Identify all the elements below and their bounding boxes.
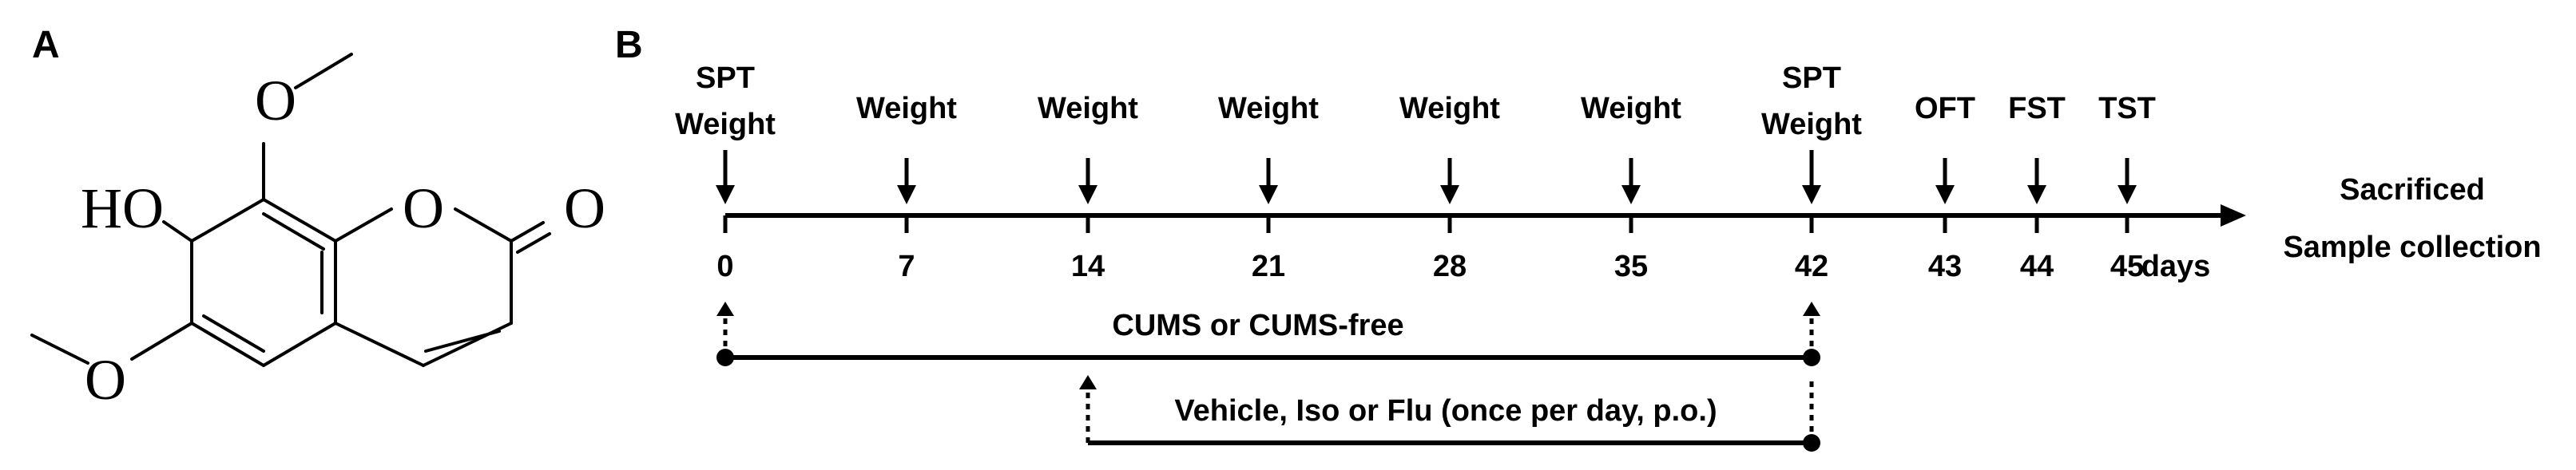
- timeline-event: Weight 21: [1218, 92, 1319, 283]
- timeline-event: Weight 14: [1038, 92, 1138, 283]
- timeline-event: Weight 28: [1399, 92, 1500, 283]
- timeline-event: Weight 35: [1581, 92, 1681, 283]
- sample-collection-label: Sample collection: [2283, 231, 2541, 264]
- treatment-period: Vehicle, Iso or Flu (once per day, p.o.): [1079, 375, 1820, 452]
- treatment-end-dot: [1803, 434, 1820, 452]
- atom-o-ring: O: [403, 176, 444, 240]
- cums-start-dot: [716, 349, 734, 366]
- day-tick-label: 7: [898, 250, 915, 283]
- day-tick-label: 21: [1252, 250, 1285, 283]
- timeline-event: SPT Weight 0: [675, 61, 776, 283]
- atom-o-carbonyl: O: [564, 176, 605, 240]
- event-arrow-head: [2118, 185, 2137, 204]
- event-label: Weight: [1581, 92, 1681, 125]
- event-label: Weight: [675, 108, 776, 141]
- bond: [334, 322, 425, 367]
- event-arrow-head: [1935, 185, 1955, 204]
- cums-end-arrowhead: [1803, 302, 1820, 316]
- bond: [262, 322, 337, 367]
- day-tick-label: 35: [1614, 250, 1648, 283]
- event-label-top: SPT: [1782, 61, 1841, 95]
- timeline-event: FST 44: [2008, 92, 2066, 283]
- day-tick-label: 28: [1433, 250, 1467, 283]
- event-arrow-head: [1802, 185, 1821, 204]
- atom-o-methoxy-top: O: [255, 69, 296, 132]
- panel-b: B SPTWeight0Weight7Weight14Weight21Weigh…: [615, 24, 2542, 452]
- event-label: Weight: [1218, 92, 1319, 125]
- days-label: days: [2141, 250, 2211, 283]
- event-label: Weight: [856, 92, 957, 125]
- double-bond: [424, 330, 501, 353]
- bond: [422, 322, 513, 367]
- day-tick-label: 43: [1928, 250, 1962, 283]
- event-label: OFT: [1915, 92, 1975, 125]
- bond: [334, 207, 393, 243]
- event-label-top: SPT: [696, 61, 755, 95]
- event-label: TST: [2098, 92, 2156, 125]
- methyl-bond: [30, 334, 89, 365]
- timeline-events: SPT Weight 0 Weight 7 Weight 14 Weight 21 Weight 2…: [675, 61, 2156, 283]
- event-label: Weight: [1761, 108, 1862, 141]
- fraxetin-structure: [30, 53, 551, 367]
- cums-period: CUMS or CUMS-free: [716, 302, 1820, 366]
- event-label: Weight: [1399, 92, 1500, 125]
- panel-b-label: B: [615, 24, 643, 66]
- atom-ho: HO: [81, 176, 164, 240]
- carbonyl-bond: [510, 221, 545, 243]
- event-arrow-head: [897, 185, 916, 204]
- timeline-event: Weight 7: [856, 92, 957, 283]
- cums-end-dot: [1803, 349, 1820, 366]
- bond: [190, 198, 265, 243]
- bond: [130, 322, 193, 361]
- double-bond: [202, 314, 265, 353]
- methyl-bond: [294, 53, 353, 89]
- treatment-start-arrowhead: [1079, 375, 1097, 389]
- double-bond: [262, 212, 325, 251]
- event-label: Weight: [1038, 92, 1138, 125]
- bond: [162, 220, 193, 243]
- timeline-event: TST 45: [2098, 92, 2156, 283]
- event-label: FST: [2008, 92, 2066, 125]
- treatment-label: Vehicle, Iso or Flu (once per day, p.o.): [1174, 394, 1717, 428]
- day-tick-label: 14: [1071, 250, 1105, 283]
- sacrificed-label: Sacrificed: [2340, 173, 2485, 207]
- timeline-event: SPT Weight 42: [1761, 61, 1862, 283]
- day-tick-label: 45: [2110, 250, 2144, 283]
- day-tick-label: 0: [716, 250, 733, 283]
- timeline-event: OFT 43: [1915, 92, 1975, 283]
- cums-start-arrowhead: [716, 302, 734, 316]
- event-arrow-head: [716, 185, 735, 204]
- event-arrow-head: [1078, 185, 1097, 204]
- timeline-arrowhead: [2221, 204, 2246, 227]
- event-arrow-head: [1621, 185, 1641, 204]
- event-arrow-head: [2027, 185, 2046, 204]
- panel-a: A: [30, 24, 605, 412]
- atom-o-methoxy-bottom: O: [85, 348, 126, 412]
- bond: [262, 198, 337, 243]
- event-arrow-head: [1259, 185, 1278, 204]
- panel-a-label: A: [32, 24, 60, 66]
- day-tick-label: 42: [1795, 250, 1828, 283]
- day-tick-label: 44: [2020, 250, 2054, 283]
- cums-label: CUMS or CUMS-free: [1112, 309, 1403, 342]
- carbonyl-bond: [516, 232, 551, 254]
- bond: [190, 322, 265, 367]
- bond: [454, 207, 513, 243]
- event-arrow-head: [1440, 185, 1459, 204]
